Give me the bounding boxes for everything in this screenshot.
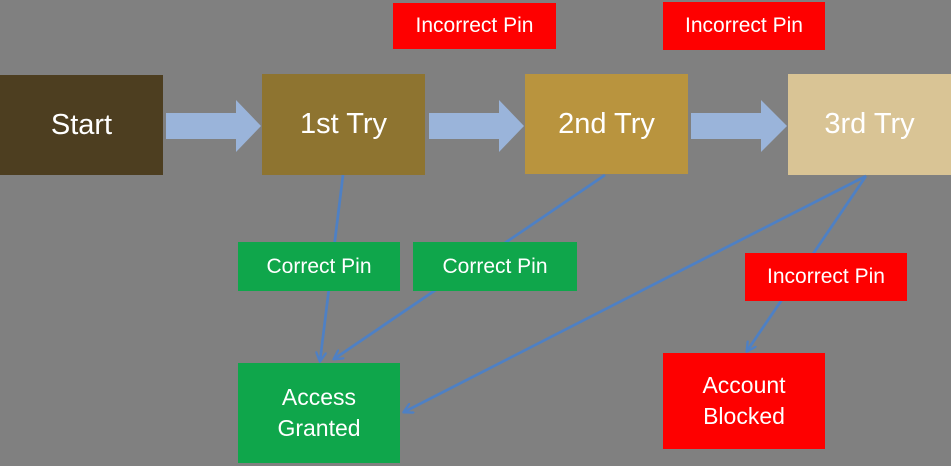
node-access-granted-label: Access Granted [277,384,361,441]
edge-label-incorrect-pin-1-text: Incorrect Pin [415,14,534,37]
edge-label-correct-pin-2: Correct Pin [413,242,577,291]
node-account-blocked: Account Blocked [663,353,825,449]
node-second-try: 2nd Try [525,74,688,174]
block-arrow-first-to-second-try [429,100,524,152]
edge-label-incorrect-pin-2-text: Incorrect Pin [685,14,803,37]
node-third-try: 3rd Try [788,74,951,175]
edge-label-incorrect-pin-3: Incorrect Pin [745,253,907,301]
block-arrow-start-to-first-try [166,100,261,152]
edge-label-correct-pin-2-text: Correct Pin [442,254,548,278]
node-access-granted: Access Granted [238,363,400,463]
node-start: Start [0,75,163,175]
block-arrow-second-to-third-try [691,100,787,152]
edge-label-correct-pin-1-text: Correct Pin [266,254,372,278]
edge-label-correct-pin-1: Correct Pin [238,242,400,291]
node-account-blocked-label: Account Blocked [702,372,786,429]
node-second-try-label: 2nd Try [558,107,655,140]
edge-label-incorrect-pin-2: Incorrect Pin [663,2,825,50]
edge-label-incorrect-pin-1: Incorrect Pin [393,3,556,49]
node-first-try-label: 1st Try [299,108,387,140]
edge-label-incorrect-pin-3-text: Incorrect Pin [767,265,885,288]
node-first-try: 1st Try [262,74,425,175]
node-start-label: Start [50,108,113,141]
node-third-try-label: 3rd Try [824,108,915,140]
